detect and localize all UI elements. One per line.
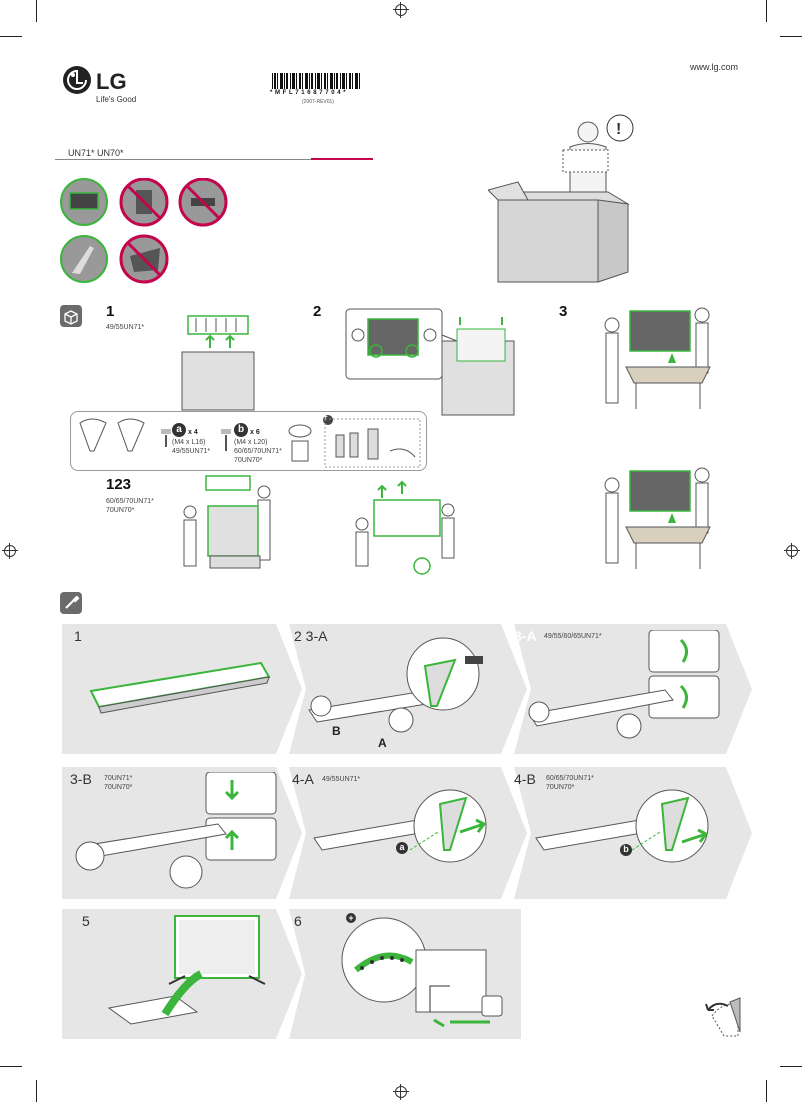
step-3-number: 3 bbox=[559, 303, 568, 320]
panel-3-number: 3-A bbox=[514, 628, 537, 644]
box-lift-illustration: ! bbox=[488, 114, 634, 283]
registration-mark-icon bbox=[393, 1084, 409, 1100]
bolt-b-illustration bbox=[535, 789, 709, 863]
registration-mark-icon bbox=[784, 543, 800, 559]
bolt-a-badge: a bbox=[172, 423, 186, 437]
panel-5-note: 49/55UN71* bbox=[322, 776, 361, 783]
panel-3-note: 49/55/60/65UN71* bbox=[544, 633, 602, 640]
bolt-b-badge: b bbox=[234, 423, 248, 437]
lg-logo: LG bbox=[62, 65, 142, 110]
step-1-number: 1 bbox=[106, 303, 115, 320]
optional-parts-icon: + bbox=[323, 412, 328, 421]
bolt-a-marker: a bbox=[396, 842, 408, 854]
bolt-b-qty: x 6 bbox=[250, 429, 260, 436]
website-link[interactable]: www.lg.com bbox=[690, 62, 739, 72]
step-1-illustration bbox=[181, 315, 255, 411]
label-b: B bbox=[332, 724, 341, 738]
registration-mark-icon bbox=[2, 543, 18, 559]
tagline: Life's Good bbox=[96, 95, 137, 104]
cable-management-illustration bbox=[341, 917, 503, 1028]
step-2-lift-illustration bbox=[355, 480, 455, 575]
step-1-note: 49/55UN71* bbox=[106, 324, 145, 331]
bolt-b-spec: (M4 x L20) 60/65/70UN71* 70UN70* bbox=[234, 439, 282, 464]
panel-5-number: 4-A bbox=[292, 771, 314, 787]
step-3-illustration-large bbox=[604, 467, 711, 569]
crop-mark bbox=[766, 1080, 767, 1102]
barcode-text: * M F L 7 1 6 8 7 7 0 4 * bbox=[270, 90, 347, 96]
divider bbox=[55, 159, 311, 160]
bolt-b-marker: b bbox=[620, 844, 632, 856]
panel-2-number: 2 3-A bbox=[294, 628, 328, 644]
label-a: A bbox=[378, 736, 387, 750]
crop-mark bbox=[0, 1066, 22, 1067]
crop-mark bbox=[36, 1080, 37, 1102]
model-numbers: UN71* UN70* bbox=[68, 148, 124, 158]
panel-4-note: 70UN71* 70UN70* bbox=[104, 775, 133, 791]
optional-step-icon: + bbox=[346, 913, 356, 923]
crop-mark bbox=[36, 0, 37, 22]
step-123-illustration bbox=[183, 475, 271, 569]
panel-1-number: 1 bbox=[74, 628, 82, 644]
step-2-illustration bbox=[345, 308, 515, 416]
step-2-number: 2 bbox=[313, 303, 322, 320]
stand-lock-illustration bbox=[528, 630, 720, 739]
page-turn-icon bbox=[705, 997, 741, 1037]
barcode bbox=[272, 73, 362, 89]
registration-mark-icon bbox=[393, 2, 409, 18]
panel-6-note: 60/65/70UN71* 70UN70* bbox=[546, 775, 594, 791]
bolt-a-illustration bbox=[313, 789, 487, 863]
revision-code: (2007-REV01) bbox=[302, 99, 334, 105]
crop-mark bbox=[780, 36, 802, 37]
bolt-a-spec: (M4 x L16) 49/55UN71* bbox=[172, 439, 211, 455]
divider-accent bbox=[311, 158, 373, 160]
step-123-number: 123 bbox=[106, 476, 132, 493]
panel-8-number: 6 bbox=[294, 913, 302, 929]
stand-insert-illustration bbox=[308, 637, 483, 733]
svg-text:LG: LG bbox=[96, 69, 127, 94]
svg-text:!: ! bbox=[616, 121, 621, 138]
crop-mark bbox=[766, 0, 767, 22]
step-123-note: 60/65/70UN71* 70UN70* bbox=[106, 498, 154, 514]
bolt-a-qty: x 4 bbox=[188, 429, 198, 436]
stand-unlock-illustration bbox=[75, 772, 277, 889]
tv-upright-illustration bbox=[107, 915, 266, 1025]
panel-6-number: 4-B bbox=[514, 771, 536, 787]
parts-illustration bbox=[79, 415, 421, 468]
panel-7-number: 5 bbox=[82, 913, 90, 929]
crop-mark bbox=[0, 36, 22, 37]
unbox-icon bbox=[60, 305, 82, 327]
step-3-illustration bbox=[604, 307, 711, 409]
panel-4-number: 3-B bbox=[70, 771, 92, 787]
tv-facedown-illustration bbox=[89, 661, 271, 714]
screwdriver-icon bbox=[60, 592, 82, 614]
crop-mark bbox=[780, 1066, 802, 1067]
handling-warnings bbox=[60, 178, 228, 284]
